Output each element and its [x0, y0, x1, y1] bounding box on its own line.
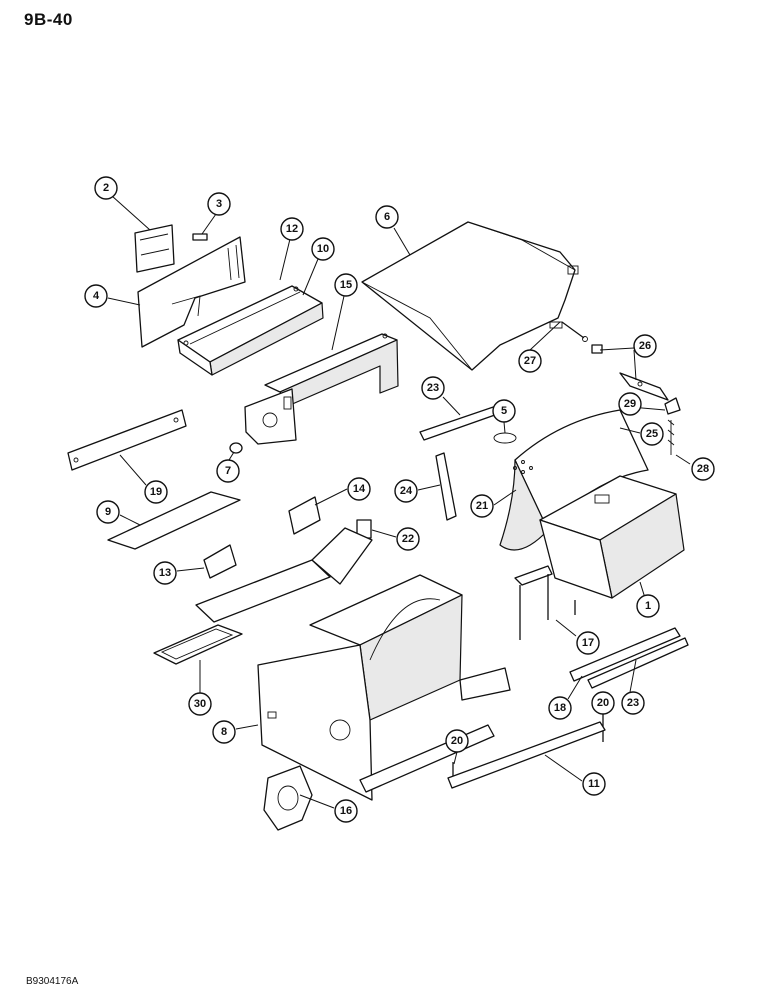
callout-17: 17	[576, 631, 600, 655]
svg-text:22: 22	[402, 533, 414, 545]
part-11-bar	[447, 721, 606, 789]
callout-15: 15	[334, 273, 358, 297]
part-4-side-shield	[137, 236, 246, 348]
svg-text:10: 10	[317, 243, 329, 255]
svg-text:26: 26	[639, 340, 651, 352]
callout-23-lower: 23	[621, 691, 645, 715]
part-2-panel	[134, 224, 175, 273]
svg-text:8: 8	[221, 726, 227, 738]
svg-text:18: 18	[554, 702, 566, 714]
svg-text:16: 16	[340, 805, 352, 817]
callout-1: 1	[636, 594, 660, 618]
part-13-bracket	[203, 544, 237, 579]
part-15-upper-frame	[244, 333, 399, 445]
svg-text:27: 27	[524, 355, 536, 367]
svg-text:19: 19	[150, 486, 162, 498]
part-drawings	[67, 221, 689, 831]
svg-text:23: 23	[427, 382, 439, 394]
svg-text:4: 4	[93, 290, 100, 302]
callout-23-upper: 23	[421, 376, 445, 400]
svg-text:3: 3	[216, 198, 222, 210]
part-8-chassis	[195, 527, 511, 801]
callout-30: 30	[188, 692, 212, 716]
callout-3: 3	[207, 192, 231, 216]
part-5-ring	[493, 432, 517, 444]
callout-29: 29	[618, 392, 642, 416]
svg-text:13: 13	[159, 567, 171, 579]
callout-18: 18	[548, 696, 572, 720]
part-14-bracket	[288, 496, 321, 535]
callout-7: 7	[216, 459, 240, 483]
callout-16: 16	[334, 799, 358, 823]
part-7-disc	[229, 442, 243, 454]
callout-20-left: 20	[445, 729, 469, 753]
part-19-angle-bar	[67, 409, 187, 471]
svg-text:28: 28	[697, 463, 709, 475]
svg-text:14: 14	[353, 483, 366, 495]
part-16-disc-plate	[263, 765, 313, 831]
callout-27: 27	[518, 349, 542, 373]
callout-21: 21	[470, 494, 494, 518]
svg-text:7: 7	[225, 465, 231, 477]
svg-text:5: 5	[501, 405, 507, 417]
svg-text:21: 21	[476, 500, 488, 512]
callout-8: 8	[212, 720, 236, 744]
callout-19: 19	[144, 480, 168, 504]
document-id: B9304176A	[26, 976, 79, 987]
svg-text:20: 20	[451, 735, 463, 747]
callout-20-right: 20	[591, 691, 615, 715]
callout-24: 24	[394, 479, 418, 503]
svg-text:23: 23	[627, 697, 639, 709]
part-3-clip	[192, 233, 208, 241]
svg-text:17: 17	[582, 637, 594, 649]
svg-text:20: 20	[597, 697, 609, 709]
callout-4: 4	[84, 284, 108, 308]
callout-bubbles: 2 3 4 12 10 6 15 27 26 23 5 29 25 28 7 1…	[84, 176, 715, 823]
part-24-strip	[435, 452, 457, 521]
svg-text:9: 9	[105, 506, 111, 518]
svg-text:25: 25	[646, 428, 658, 440]
svg-text:11: 11	[588, 778, 600, 790]
svg-text:30: 30	[194, 698, 206, 710]
part-6-top-cover	[361, 221, 579, 371]
svg-text:2: 2	[103, 182, 109, 194]
page-code: 9B-40	[24, 10, 73, 29]
callout-13: 13	[153, 561, 177, 585]
part-27-pin	[561, 321, 588, 342]
svg-text:12: 12	[286, 223, 298, 235]
callout-9: 9	[96, 500, 120, 524]
svg-text:24: 24	[400, 485, 413, 497]
part-17-legs	[514, 565, 576, 640]
part-1-shield-box	[539, 475, 685, 599]
callout-11: 11	[582, 772, 606, 796]
svg-text:29: 29	[624, 398, 636, 410]
callout-25: 25	[640, 422, 664, 446]
callout-10: 10	[311, 237, 335, 261]
svg-text:1: 1	[645, 600, 651, 612]
callout-5: 5	[492, 399, 516, 423]
callout-22: 22	[396, 527, 420, 551]
callout-6: 6	[375, 205, 399, 229]
callout-14: 14	[347, 477, 371, 501]
part-29-28-spring	[664, 397, 681, 455]
callout-26: 26	[633, 334, 657, 358]
part-10-12-tray	[177, 285, 324, 376]
part-30-rail	[153, 624, 243, 665]
svg-text:15: 15	[340, 279, 352, 291]
callout-28: 28	[691, 457, 715, 481]
part-21-25-drum-housing	[499, 409, 649, 551]
part-9-plate	[107, 491, 241, 550]
part-26-latch	[591, 344, 669, 401]
svg-text:6: 6	[384, 211, 390, 223]
callout-2: 2	[94, 176, 118, 200]
callout-12: 12	[280, 217, 304, 241]
part-18-23-strips-lower	[569, 627, 689, 689]
